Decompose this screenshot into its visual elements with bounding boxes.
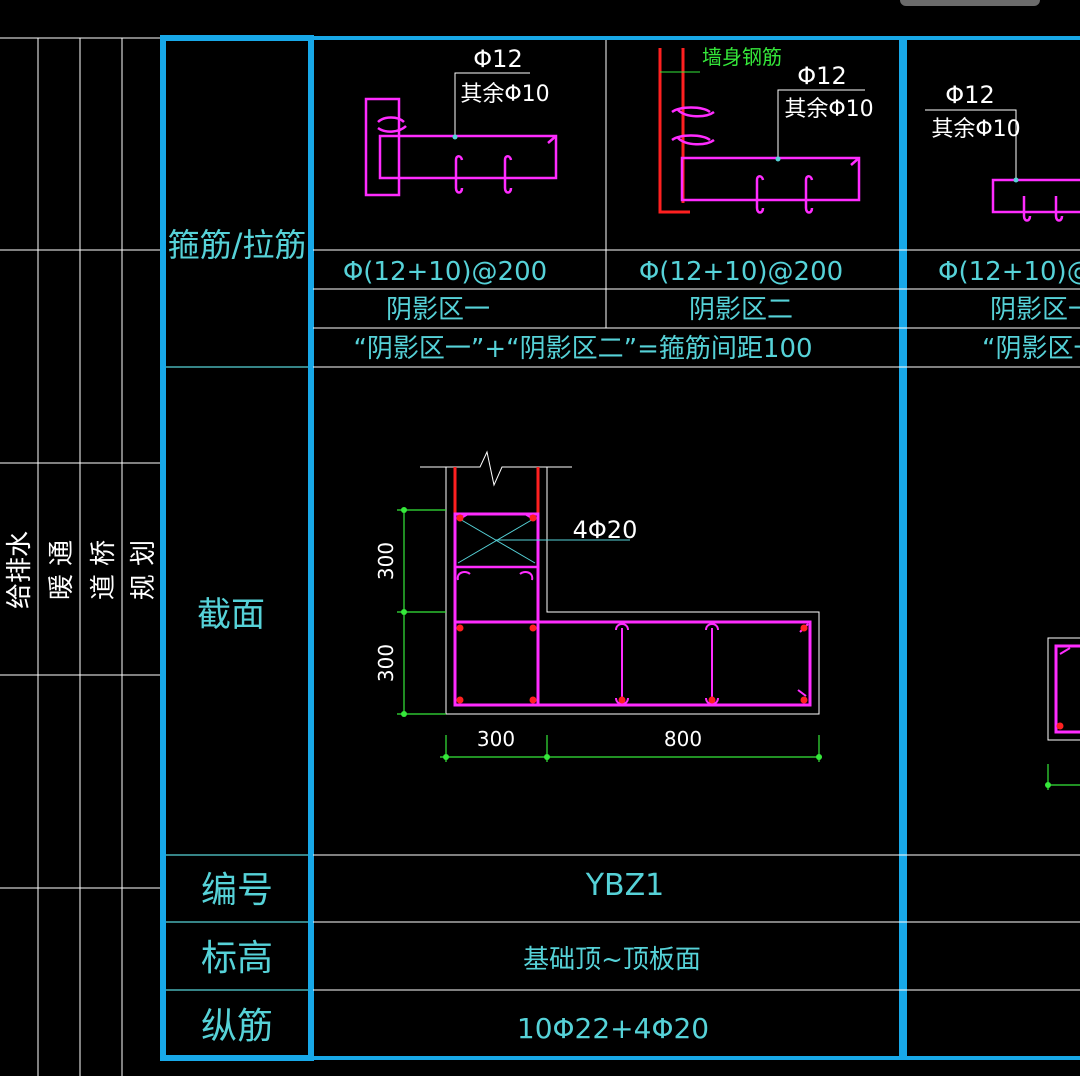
- strip-label-hvac: 暖 通: [47, 540, 77, 600]
- section-bar-label: 4Φ20: [573, 516, 638, 544]
- zone1-other-bar: 其余Φ10: [460, 82, 549, 107]
- column2-spec: Φ(12+10)@: [938, 257, 1080, 287]
- column2-leader-dot: [1013, 177, 1019, 183]
- row-label-section: 截面: [197, 595, 265, 635]
- scrollbar-thumb[interactable]: [900, 0, 1040, 6]
- dim-vertical-upper: 300: [374, 542, 398, 580]
- row-label-longitudinal: 纵筋: [201, 1006, 273, 1047]
- section-wall-bars: [453, 467, 540, 515]
- column-elevation: 基础顶~顶板面: [523, 945, 701, 975]
- zone2-spec: Φ(12+10)@200: [639, 257, 843, 287]
- column2-section-partial: [1046, 637, 1080, 790]
- zone2-name: 阴影区二: [689, 295, 793, 325]
- dim-horizontal-right: 800: [664, 727, 702, 751]
- dim-horizontal-left: 300: [477, 727, 515, 751]
- zone2-wall-bars: [658, 48, 690, 214]
- column2-stirrup-detail: [991, 178, 1080, 222]
- left-strip: [0, 37, 160, 1076]
- zone2-wall-bar: 墙身钢筋: [702, 45, 782, 69]
- zone1-stirrup-detail: [364, 97, 558, 197]
- column2-dim-tick: [1045, 782, 1051, 788]
- zone2-leaders: [660, 71, 865, 159]
- column2-other-bar: 其余Φ10: [931, 117, 1020, 142]
- combined-note: “阴影区一”+“阴影区二”=箍筋间距100: [353, 334, 812, 364]
- zone2-other-bar: 其余Φ10: [784, 97, 873, 122]
- table-frame: [160, 35, 1080, 1061]
- column2-zone-name: 阴影区一: [990, 295, 1080, 325]
- strip-label-planning: 规 划: [129, 540, 159, 600]
- section-outline: [420, 450, 820, 715]
- zone1-leader-dot: [452, 134, 458, 140]
- dimension-ticks: [401, 507, 822, 760]
- column2-bar-dot: [1056, 722, 1064, 730]
- row-label-stirrup: 箍筋/拉筋: [168, 226, 307, 264]
- zone1-leader: [454, 72, 530, 137]
- zone1-main-bar: Φ12: [473, 45, 522, 73]
- row-label-number: 编号: [201, 870, 273, 911]
- dim-vertical-lower: 300: [374, 644, 398, 682]
- column2-leader: [925, 109, 1017, 180]
- section-cross-lines: [457, 517, 630, 564]
- column-number: YBZ1: [585, 868, 665, 903]
- section-bar-dots: [456, 514, 808, 704]
- data-row-lines: [313, 40, 1080, 991]
- section-dimensions: [397, 508, 822, 762]
- strip-label-road-bridge: 道 桥: [89, 540, 119, 600]
- zone2-main-bar: Φ12: [797, 62, 846, 90]
- column-longitudinal: 10Φ22+4Φ20: [517, 1012, 709, 1045]
- row-label-elevation: 标高: [201, 938, 273, 979]
- column2-combined-note: “阴影区一: [982, 334, 1080, 364]
- strip-label-plumbing: 给排水: [5, 531, 35, 609]
- column2-main-bar: Φ12: [945, 81, 994, 109]
- label-row-lines: [166, 366, 308, 991]
- zone2-stirrup-detail: [671, 106, 861, 214]
- zone1-name: 阴影区一: [386, 295, 490, 325]
- zone2-leader-dot: [775, 156, 781, 162]
- zone1-spec: Φ(12+10)@200: [343, 257, 547, 287]
